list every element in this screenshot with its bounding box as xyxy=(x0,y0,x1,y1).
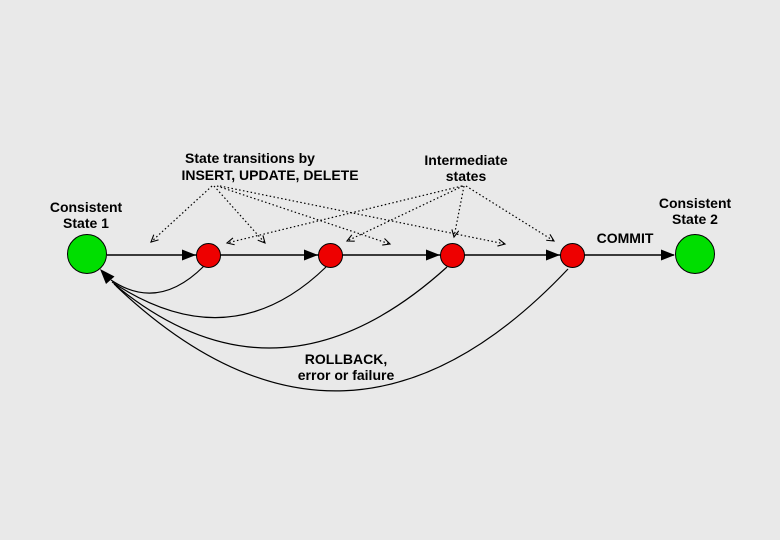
consistent-state-2-label-line1: Consistent xyxy=(658,195,732,211)
transition-arrowhead-2 xyxy=(304,249,318,261)
transitions-label-line2: INSERT, UPDATE, DELETE xyxy=(181,167,359,183)
rollback-arrowhead xyxy=(100,269,115,284)
intermediate-callout-arrow-3 xyxy=(451,185,465,239)
transition-arrowhead-4 xyxy=(546,249,560,261)
rollback-curve-3 xyxy=(113,266,448,349)
rollback-label-line2: error or failure xyxy=(297,367,395,383)
intermediate-states-label-line2: states xyxy=(445,168,487,184)
transition-arrowhead-1 xyxy=(182,249,196,261)
commit-label: COMMIT xyxy=(596,230,654,246)
intermediate-states-label-line1: Intermediate xyxy=(424,152,508,168)
intermediate-states-label: Intermediate states xyxy=(424,152,507,184)
rollback-label: ROLLBACK, error or failure xyxy=(298,351,394,383)
transitions-callout-arrow-3 xyxy=(216,185,392,246)
transitions-callout-arrow-1 xyxy=(150,185,213,243)
consistent-state-2-label: Consistent State 2 xyxy=(659,195,731,227)
rollback-curve-4 xyxy=(115,268,569,392)
node-consistent-state-2 xyxy=(675,234,715,274)
rollback-curve-1 xyxy=(110,265,205,294)
node-intermediate-state-1 xyxy=(196,242,221,268)
node-intermediate-state-2 xyxy=(318,242,343,268)
node-consistent-state-1 xyxy=(67,234,107,274)
node-intermediate-state-4 xyxy=(560,242,585,268)
rollback-curve-2 xyxy=(111,266,327,319)
consistent-state-1-label: Consistent State 1 xyxy=(50,199,122,231)
commit-arrowhead xyxy=(661,249,675,261)
intermediate-callout-arrow-2 xyxy=(345,185,464,242)
transitions-label-line1: State transitions by xyxy=(185,150,315,166)
transition-arrowhead-3 xyxy=(426,249,440,261)
rollback-label-line1: ROLLBACK, xyxy=(304,351,388,367)
node-intermediate-state-3 xyxy=(440,242,465,268)
consistent-state-2-label-line2: State 2 xyxy=(672,211,718,227)
transitions-callout-arrow-2 xyxy=(213,185,266,244)
intermediate-callout-arrow-1 xyxy=(225,185,463,246)
consistent-state-1-label-line2: State 1 xyxy=(63,215,109,231)
intermediate-callout-arrow-4 xyxy=(465,185,556,242)
consistent-state-1-label-line1: Consistent xyxy=(49,199,123,215)
